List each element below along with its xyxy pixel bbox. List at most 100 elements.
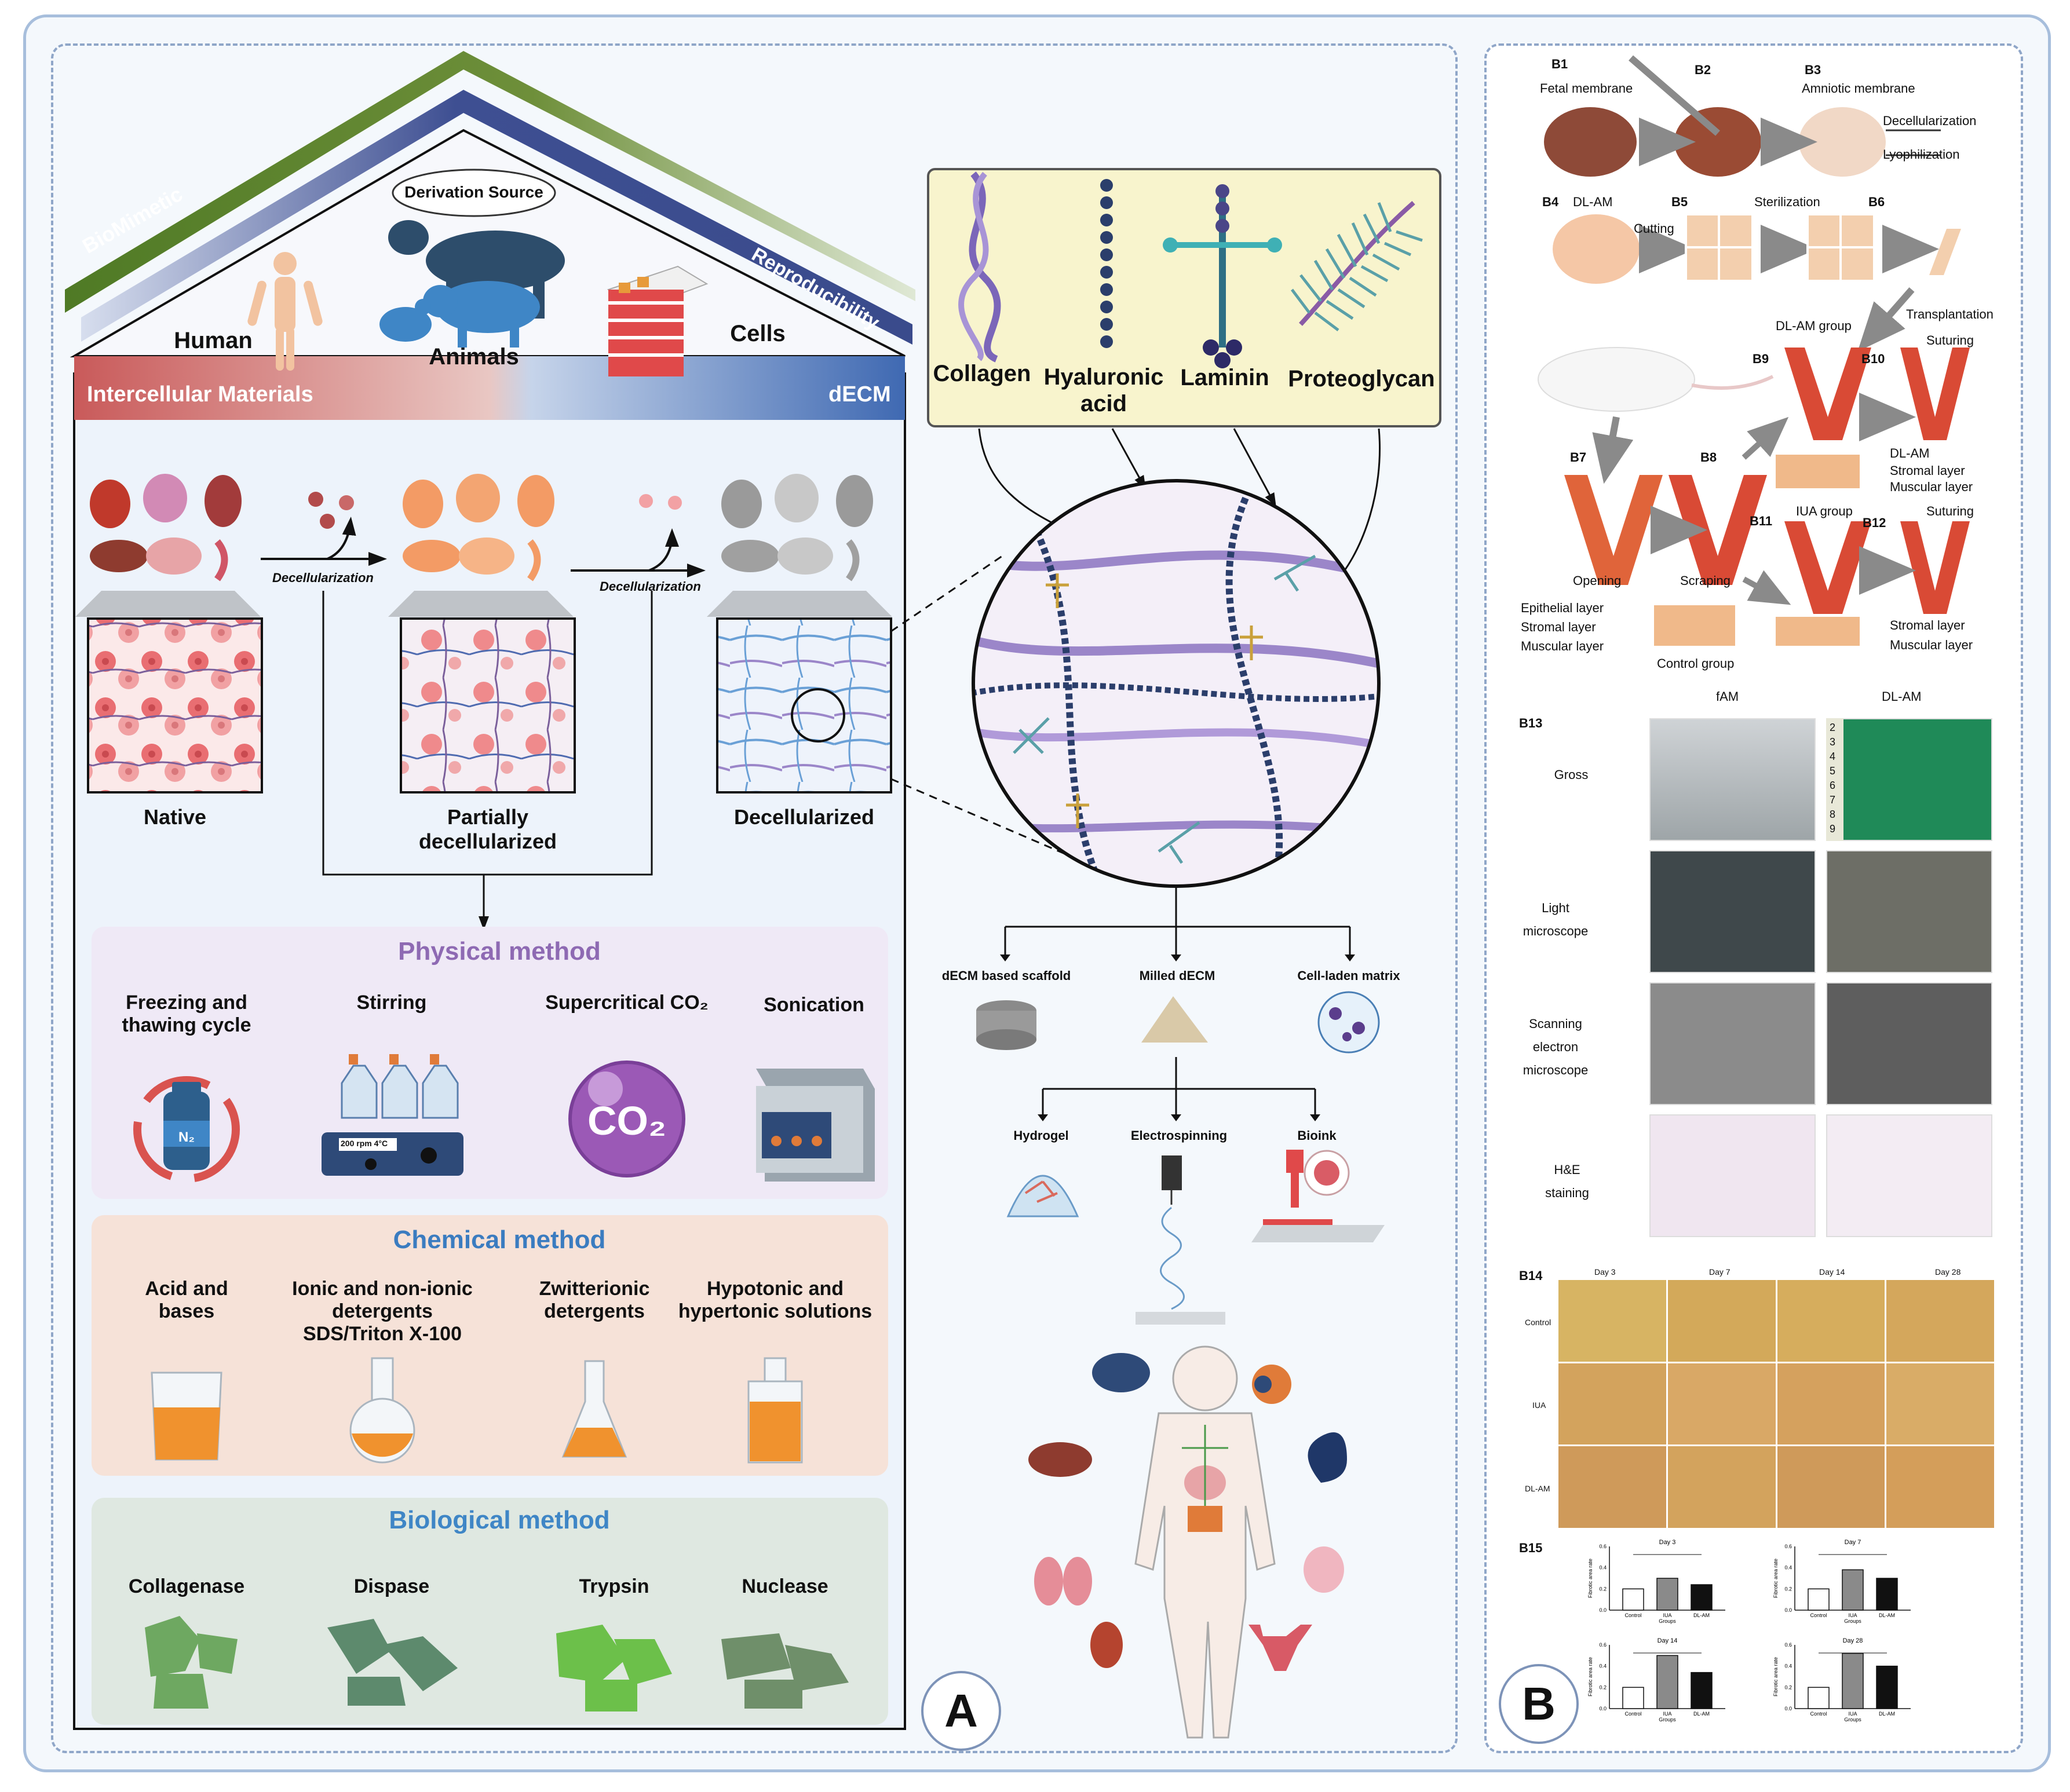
- b15-chart-title: Day 28: [1843, 1637, 1863, 1644]
- partial-tissue: [400, 617, 576, 793]
- b15-x-tick: IUA: [1663, 1612, 1671, 1618]
- control-layer-diagram: [1654, 605, 1735, 646]
- lyophilization-b: Lyophilization: [1883, 147, 1960, 162]
- b15-x-tick: DL-AM: [1693, 1612, 1710, 1618]
- form-hydrogel: Hydrogel: [1013, 1128, 1069, 1143]
- hydrogel-icon: [1006, 1175, 1079, 1217]
- stage-decellularized: Decellularized: [733, 805, 875, 829]
- b15-bar: [1876, 1578, 1898, 1611]
- b15-bar: [1622, 1588, 1644, 1611]
- human-body-organs-icon: [1134, 1345, 1276, 1739]
- dlam-strip-image: [1929, 229, 1961, 275]
- physical-stirring: Stirring: [356, 992, 427, 1014]
- uterus-horn-b9: [1784, 348, 1871, 440]
- b7-label: B7: [1570, 450, 1587, 465]
- house-base-band: [74, 356, 905, 420]
- b15-y-tick: 0.2: [1599, 1586, 1607, 1592]
- collagen-icon: [958, 171, 1001, 363]
- b15-x-tick: Groups: [1844, 1618, 1861, 1624]
- chemical-icons: [151, 1357, 803, 1464]
- b15-y-tick: 0.2: [1599, 1684, 1607, 1690]
- b15-x-tick: IUA: [1663, 1711, 1671, 1717]
- b13-light-fam: [1649, 850, 1816, 973]
- stage-native: Native: [143, 805, 207, 829]
- derivation-source-label: Derivation Source: [404, 183, 543, 201]
- b14-label: B14: [1519, 1268, 1543, 1283]
- physical-freeze-thaw: Freezing and thawing cycle: [122, 992, 251, 1036]
- iua-layer-diagram: [1776, 617, 1860, 646]
- dlam-b4: DL-AM: [1573, 195, 1613, 209]
- b6-label: B6: [1868, 195, 1885, 209]
- ecm-zoom-circle: [973, 481, 1379, 886]
- trypsin-enzyme-icon: [556, 1625, 672, 1711]
- b15-x-tick: Groups: [1844, 1717, 1861, 1722]
- b13-row-sem: Scanning electron microscope: [1523, 1016, 1589, 1077]
- native-organs-icon: [90, 474, 242, 582]
- b15-x-tick: Groups: [1659, 1717, 1676, 1722]
- kidney-icon: [1090, 1622, 1123, 1668]
- chemical-zwitterionic: Zwitterionic detergents: [539, 1278, 650, 1322]
- zoom-circle-small: [791, 688, 845, 743]
- b14-grid: [1558, 1280, 1994, 1528]
- stomach-icon: [1304, 1546, 1344, 1593]
- b13-col-dlam: DL-AM: [1882, 689, 1922, 704]
- stage-partial: Partially decellularized: [418, 805, 557, 853]
- b13-label: B13: [1519, 716, 1543, 730]
- stirrer-icon: [322, 1054, 463, 1176]
- b3-label: B3: [1805, 63, 1821, 77]
- b13-he-dlam: [1826, 1114, 1992, 1237]
- b14-row-control: Control: [1525, 1318, 1551, 1327]
- proteoglycan-icon: [1291, 200, 1423, 331]
- layer-stromal-2: Stromal layer: [1521, 620, 1596, 634]
- n2-label: N₂: [178, 1129, 195, 1145]
- erlenmeyer-flask-icon: [561, 1360, 627, 1458]
- chemical-acid-bases: Acid and bases: [145, 1278, 228, 1322]
- b15-y-tick: 0.6: [1784, 1544, 1792, 1549]
- layer-stromal-3: Stromal layer: [1890, 618, 1965, 632]
- b15-x-tick: DL-AM: [1879, 1711, 1895, 1717]
- b15-bar: [1691, 1672, 1713, 1709]
- physical-supercritical-co2: Supercritical CO₂: [545, 992, 709, 1014]
- b11-label: B11: [1750, 514, 1773, 528]
- b15-y-tick: 0.4: [1599, 1565, 1607, 1571]
- forceps-icon: [1629, 55, 1720, 136]
- b15-y-tick: 0.4: [1784, 1663, 1792, 1669]
- b15-bar: [1808, 1588, 1830, 1611]
- dlam-layer-diagram: [1776, 455, 1860, 488]
- b15-x-tick: DL-AM: [1693, 1711, 1710, 1717]
- b15-bar: [1622, 1687, 1644, 1709]
- b15-y-tick: 0.4: [1599, 1663, 1607, 1669]
- b1-label: B1: [1551, 57, 1568, 71]
- b15-x-tick: Control: [1624, 1612, 1641, 1618]
- freeze-thaw-cycle-icon: [133, 1076, 240, 1183]
- b15-chart-title: Day 7: [1845, 1539, 1861, 1546]
- chemical-hypotonic: Hypotonic and hypertonic solutions: [678, 1278, 872, 1322]
- panel-a-letter: A: [921, 1671, 1001, 1751]
- b15-y-axis-label: Fibrotic area rate: [1587, 1559, 1593, 1598]
- b15-y-tick: 0.0: [1784, 1706, 1792, 1711]
- b15-y-tick: 0.0: [1599, 1607, 1607, 1613]
- b13-he-fam: [1649, 1114, 1816, 1237]
- ecm-hyaluronic-acid: Hyaluronic acid: [1043, 364, 1164, 416]
- b13-row-gross: Gross: [1554, 767, 1589, 782]
- iua-group-label: IUA group: [1796, 504, 1853, 518]
- dlam-group-label: DL-AM group: [1776, 319, 1852, 333]
- beaker-icon: [151, 1372, 222, 1461]
- bio-nuclease: Nuclease: [742, 1575, 828, 1597]
- b5-label: B5: [1671, 195, 1688, 209]
- physical-method-box: [92, 927, 888, 1199]
- ecm-collagen: Collagen: [933, 361, 1031, 386]
- rat-icon: [1538, 347, 1695, 412]
- b4-label: B4: [1542, 195, 1559, 209]
- suturing-label-1: Suturing: [1926, 333, 1974, 348]
- b15-x-tick: IUA: [1848, 1711, 1857, 1717]
- bio-dispase: Dispase: [353, 1575, 430, 1597]
- b14-col-day28: Day 28: [1935, 1267, 1961, 1277]
- b10-label: B10: [1861, 352, 1885, 366]
- dlam-membrane-image: [1553, 214, 1640, 284]
- b14-col-day14: Day 14: [1819, 1267, 1845, 1277]
- uterus-horn-b8: [1669, 475, 1767, 585]
- physical-icons: [133, 1054, 875, 1183]
- suturing-label-2: Suturing: [1926, 504, 1974, 518]
- product-cell-laden: Cell-laden matrix: [1297, 968, 1400, 983]
